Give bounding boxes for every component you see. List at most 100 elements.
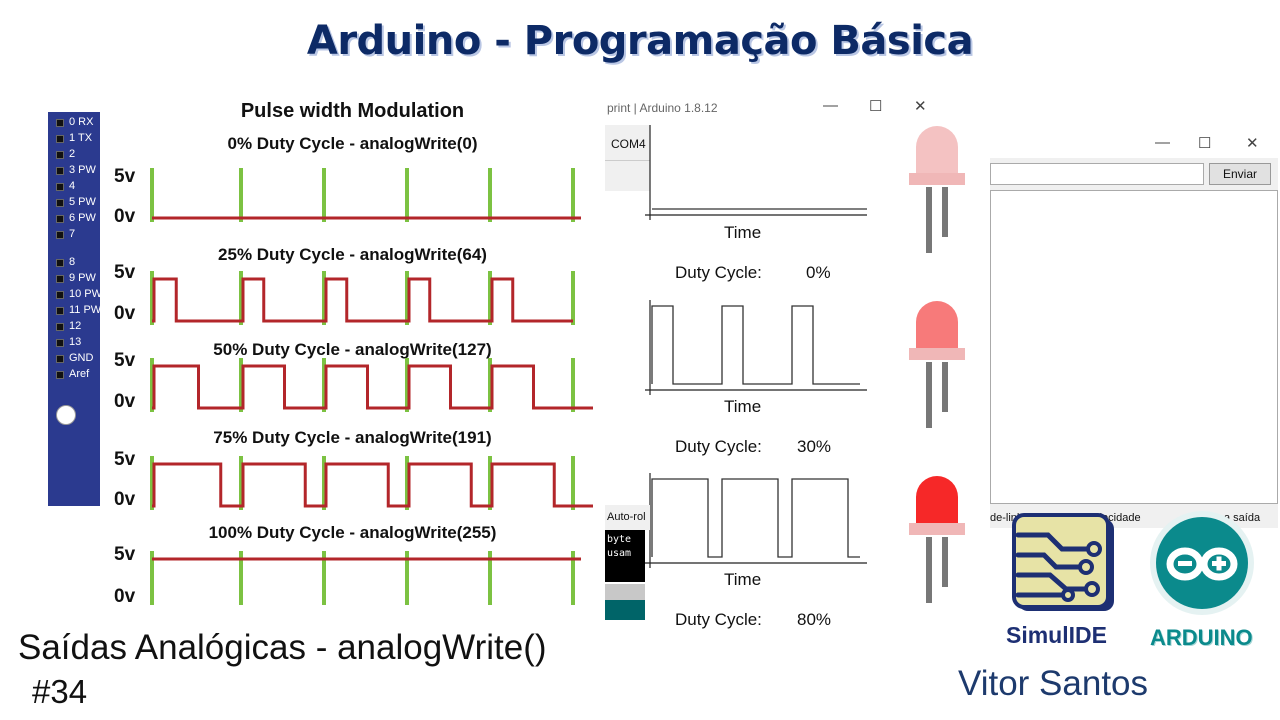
pwm-signal-trace [152,462,593,508]
autoscroll-checkbox[interactable]: Auto-rol [605,505,650,530]
episode-number: #34 [32,673,88,710]
pin-socket [56,259,64,267]
pin-label: 13 [69,336,82,348]
voltage-low-label: 0v [114,489,136,510]
pin-socket [56,339,64,347]
close-icon[interactable]: ✕ [914,98,927,115]
ide-status-bar [605,600,645,620]
voltage-low-label: 0v [114,303,136,324]
simulide-label: SimulIDE [1006,622,1107,648]
author-name: Vitor Santos [958,664,1149,703]
lesson-title: Saídas Analógicas - analogWrite() [18,628,547,667]
pin-label: 1 TX [69,132,93,144]
pin-socket [56,231,64,239]
voltage-high-label: 5v [114,449,136,470]
pin-label: 0 RX [69,116,94,128]
pin-label: 3 PW [69,164,96,176]
pwm-row-label: 50% Duty Cycle - analogWrite(127) [213,340,492,359]
led-column [909,126,965,603]
console-line: usam [607,548,632,559]
duty-cycle-label: Duty Cycle: [675,437,762,456]
time-axis-label: Time [724,223,762,242]
page-title: Arduino - Programação Básica [306,18,974,64]
port-label: COM4 [611,137,646,151]
pin-label: 4 [69,180,76,192]
pin-label: Aref [69,368,90,380]
serial-send-input[interactable] [990,163,1204,185]
minimize-icon[interactable]: — [1155,134,1170,151]
pin-socket [56,371,64,379]
autoscroll-label: Auto-rol [607,511,646,523]
pin-socket [56,183,64,191]
pin-socket [56,355,64,363]
console-line: byte [607,534,632,545]
duty-cycle-label: Duty Cycle: [675,263,762,282]
maximize-icon[interactable]: ☐ [869,98,883,115]
led-rim [909,523,965,535]
pin-socket [56,135,64,143]
pin-label: 2 [69,148,76,160]
duty-cycle-plots: Time Duty Cycle: 0% Time Duty Cycle: 30%… [605,125,895,635]
plot-traces [645,125,867,568]
voltage-low-label: 0v [114,206,136,227]
duty-cycle-value: 80% [797,610,832,629]
plot-trace [651,478,860,558]
pin-label: 8 [69,256,76,268]
duty-cycle-value: 0% [806,263,831,282]
voltage-high-label: 5v [114,262,136,283]
pwm-title: Pulse width Modulation [240,100,465,122]
pin-label: 5 PW [69,196,96,208]
pin-label: 7 [69,228,76,240]
pin-label: 6 PW [69,212,96,224]
pin-socket [56,119,64,127]
serial-output-area [990,190,1278,504]
pin-label: 10 PW [69,288,103,300]
pwm-row-label: 25% Duty Cycle - analogWrite(64) [218,245,487,264]
maximize-icon[interactable]: ☐ [1198,135,1212,152]
pwm-diagram-panel: Pulse width Modulation 0% Duty Cycle - a… [100,92,605,622]
pin-socket [56,323,64,331]
led-body [916,301,958,348]
led-rim [909,348,965,360]
close-icon[interactable]: ✕ [1246,135,1259,152]
pin-socket [56,151,64,159]
pin-label: GND [69,352,94,364]
led-rim [909,173,965,185]
pin-label: 9 PW [69,272,96,284]
mounting-hole [56,405,76,425]
minimize-icon[interactable]: — [823,97,838,114]
arduino-logo [1150,511,1254,615]
pwm-waveforms [150,168,593,605]
pin-label: 11 PW [69,304,102,316]
pin-socket [56,291,64,299]
pin-socket [56,199,64,207]
pin-socket [56,215,64,223]
pin-socket [56,167,64,175]
console-divider [605,584,645,600]
serial-monitor-titlebar: — ☐ ✕ [990,128,1278,158]
serial-plotter-titlebar: print | Arduino 1.8.12 — ☐ ✕ [605,93,945,121]
voltage-high-label: 5v [114,166,136,187]
voltage-high-label: 5v [114,350,136,371]
serial-monitor-window: — ☐ ✕ Enviar de-linha velocidade a saída [990,128,1278,528]
pin-socket [56,275,64,283]
console-output: byte usam [605,530,645,582]
pin-label: 12 [69,320,82,332]
pwm-signal-trace [152,277,573,323]
arduino-pin-header: 0 RX 1 TX 2 3 PW 4 5 PW 6 PW 7 8 9 PW 10 PW 11 PW 12… [48,112,104,506]
clear-output-button[interactable]: a saída [1224,512,1261,524]
voltage-high-label: 5v [114,544,136,565]
simulide-logo [1012,513,1114,611]
send-button[interactable]: Enviar [1209,163,1271,185]
led-body [916,476,958,523]
pwm-row-label: 75% Duty Cycle - analogWrite(191) [213,428,492,447]
time-axis-label: Time [724,397,762,416]
serial-input-strip [605,160,650,191]
duty-cycle-label: Duty Cycle: [675,610,762,629]
port-label-area: COM4 [605,125,650,160]
duty-cycle-value: 30% [797,437,832,456]
pin-socket [56,307,64,315]
pwm-signal-trace [152,364,593,410]
voltage-low-label: 0v [114,391,136,412]
pwm-row-label: 100% Duty Cycle - analogWrite(255) [208,523,497,542]
